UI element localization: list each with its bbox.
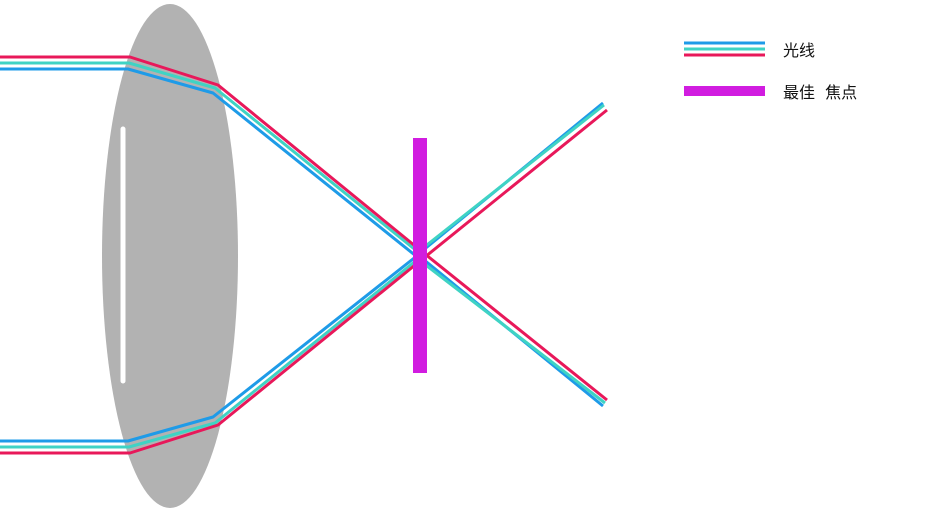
- legend-label-focus: 最佳 焦点: [783, 83, 858, 102]
- legend-label-rays: 光线: [783, 41, 816, 60]
- upper-ray-bundle: [0, 55, 608, 402]
- lower-ray-bundle: [0, 108, 608, 455]
- lower-ray-red: [0, 108, 608, 455]
- lower-ray-cyan: [0, 257, 606, 449]
- upper-ray-blue: [0, 67, 604, 258]
- lower-ray-blue: [0, 253, 604, 443]
- legend-item-rays: 光线: [684, 37, 815, 61]
- legend-item-focus: 最佳 焦点: [684, 79, 857, 103]
- focal-plane-bar-icon: [413, 138, 427, 373]
- ray-swatch-icon: [684, 41, 765, 57]
- convex-lens-icon: [102, 4, 238, 508]
- upper-ray-red: [0, 55, 608, 402]
- focus-swatch-icon: [684, 86, 765, 96]
- upper-ray-cyan: [0, 61, 605, 254]
